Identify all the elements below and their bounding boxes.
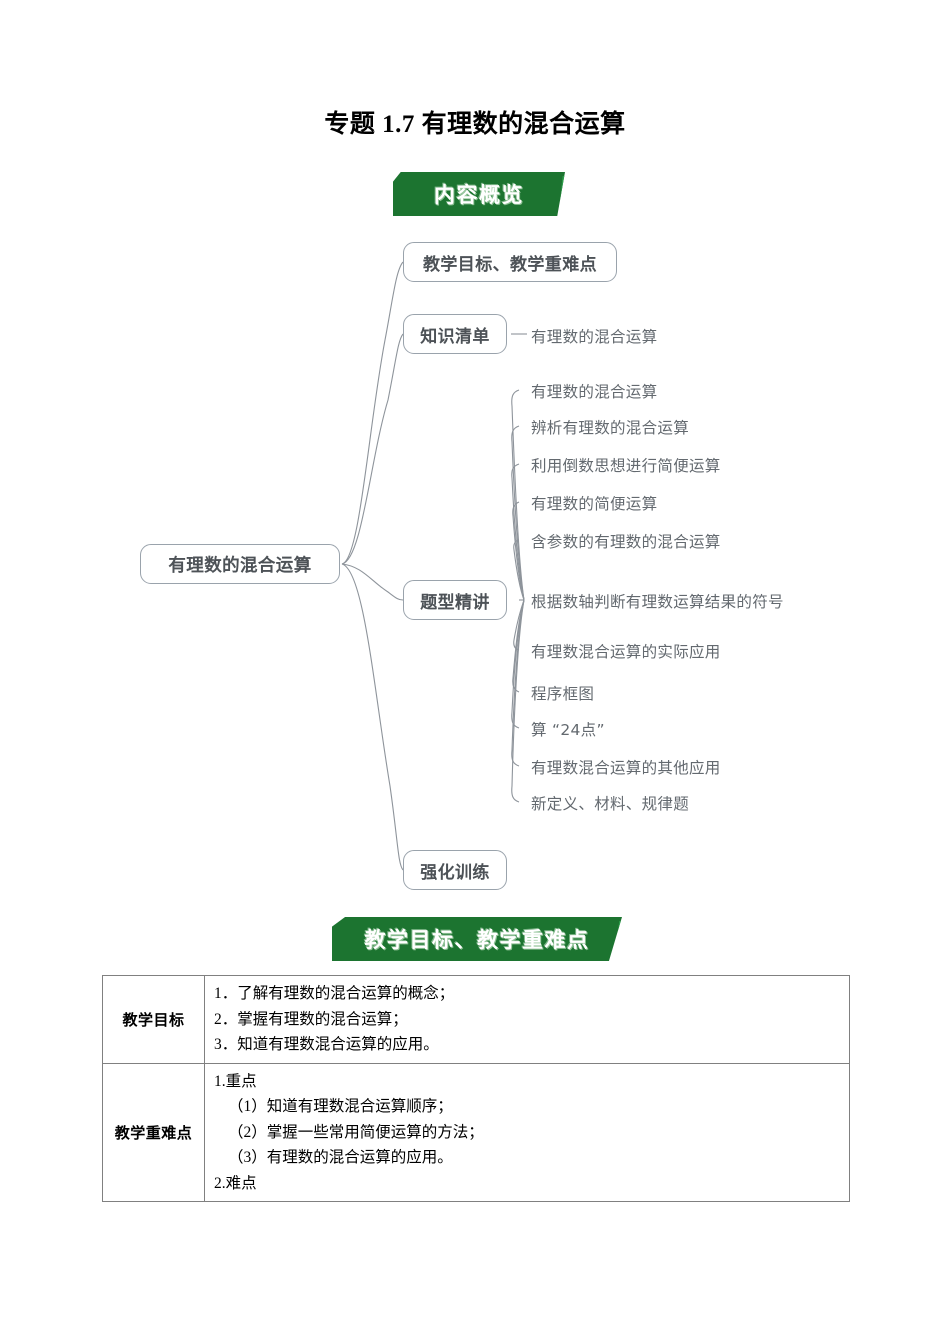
banner-content-overview-label: 内容概览 [434, 183, 524, 207]
connector-branch-leaf-5 [513, 539, 525, 601]
table-cell-objectives: 1．了解有理数的混合运算的概念； 2．掌握有理数的混合运算； 3．知道有理数混合… [204, 975, 850, 1064]
mindmap-root-node[interactable]: 有理数的混合运算 [140, 544, 340, 584]
mindmap-leaf-problem-2: 辨析有理数的混合运算 [531, 419, 690, 437]
mindmap-leaf-knowledge-1: 有理数的混合运算 [531, 328, 658, 346]
teaching-goals-table: 教学目标 1．了解有理数的混合运算的概念； 2．掌握有理数的混合运算； 3．知道… [102, 975, 850, 1202]
connector-branch-leaf-4 [512, 501, 525, 601]
mindmap-node-training[interactable]: 强化训练 [403, 850, 507, 890]
table-line: （2）掌握一些常用简便运算的方法； [228, 1123, 484, 1141]
mindmap-leaf-problem-8: 程序框图 [531, 685, 595, 703]
mindmap-leaf-problem-9: 算 “24点” [531, 721, 605, 739]
banner-accent-shape [559, 176, 565, 212]
mindmap-leaf-problem-10: 有理数混合运算的其他应用 [531, 759, 721, 777]
table-row-header-objectives: 教学目标 [102, 975, 205, 1064]
table-cell-keypoints: 1.重点 （1）知道有理数混合运算顺序； （2）掌握一些常用简便运算的方法； （… [204, 1062, 850, 1202]
mindmap-connector-lines [341, 261, 527, 871]
mindmap-leaf-problem-11: 新定义、材料、规律题 [531, 795, 690, 813]
connector-root-to-problemtypes [341, 563, 404, 601]
connector-root-to-objectives [341, 261, 404, 565]
mindmap-leaf-problem-7: 有理数混合运算的实际应用 [531, 643, 721, 661]
table-line: （1）知道有理数混合运算顺序； [228, 1098, 453, 1115]
mindmap-leaf-problem-3: 利用倒数思想进行简便运算 [531, 457, 721, 475]
mindmap-node-training-label: 强化训练 [420, 862, 490, 883]
banner-accent-shape [615, 921, 622, 957]
mindmap-node-knowledge-list-label: 知识清单 [420, 326, 490, 347]
mindmap-root-label: 有理数的混合运算 [168, 555, 312, 576]
mindmap-node-problem-types[interactable]: 题型精讲 [403, 580, 507, 620]
mindmap-node-knowledge-list[interactable]: 知识清单 [403, 314, 507, 354]
table-line: 1．了解有理数的混合运算的概念； [214, 985, 455, 1002]
mindmap-node-problem-types-label: 题型精讲 [420, 592, 490, 613]
table-row: 教学重难点 1.重点 （1）知道有理数混合运算顺序； （2）掌握一些常用简便运算… [102, 1062, 850, 1202]
table-row-header-keypoints: 教学重难点 [102, 1062, 205, 1202]
connector-branch-leaf-11 [511, 599, 525, 803]
mindmap: 有理数的混合运算 教学目标、教学重难点 知识清单 有理数的混合运算 题型精讲 有… [0, 230, 950, 910]
banner-content-overview: 内容概览 [393, 172, 565, 216]
table-line: （3）有理数的混合运算的应用。 [228, 1149, 453, 1166]
table-line: 2.难点 [214, 1174, 257, 1192]
mindmap-node-objectives-label: 教学目标、教学重难点 [423, 254, 597, 275]
table-line: 1.重点 [214, 1072, 257, 1090]
mindmap-leaf-problem-4: 有理数的简便运算 [531, 495, 658, 513]
mindmap-node-objectives[interactable]: 教学目标、教学重难点 [403, 242, 617, 282]
connector-branch-leaf-3 [511, 463, 525, 601]
connector-root-to-training [341, 563, 404, 871]
connector-branch-leaf-2 [511, 425, 525, 601]
mindmap-leaf-problem-6: 根据数轴判断有理数运算结果的符号 [531, 593, 784, 611]
table-line: 3．知道有理数混合运算的应用。 [214, 1036, 439, 1053]
connector-root-to-knowledge [341, 333, 404, 565]
page-title: 专题 1.7 有理数的混合运算 [324, 111, 626, 138]
banner-teaching-goals: 教学目标、教学重难点 [332, 917, 622, 961]
banner-teaching-goals-label: 教学目标、教学重难点 [364, 928, 590, 952]
mindmap-leaf-problem-5: 含参数的有理数的混合运算 [531, 533, 721, 551]
table-row: 教学目标 1．了解有理数的混合运算的概念； 2．掌握有理数的混合运算； 3．知道… [102, 975, 850, 1064]
table-line: 2．掌握有理数的混合运算； [214, 1010, 408, 1028]
mindmap-leaf-problem-1: 有理数的混合运算 [531, 383, 658, 401]
